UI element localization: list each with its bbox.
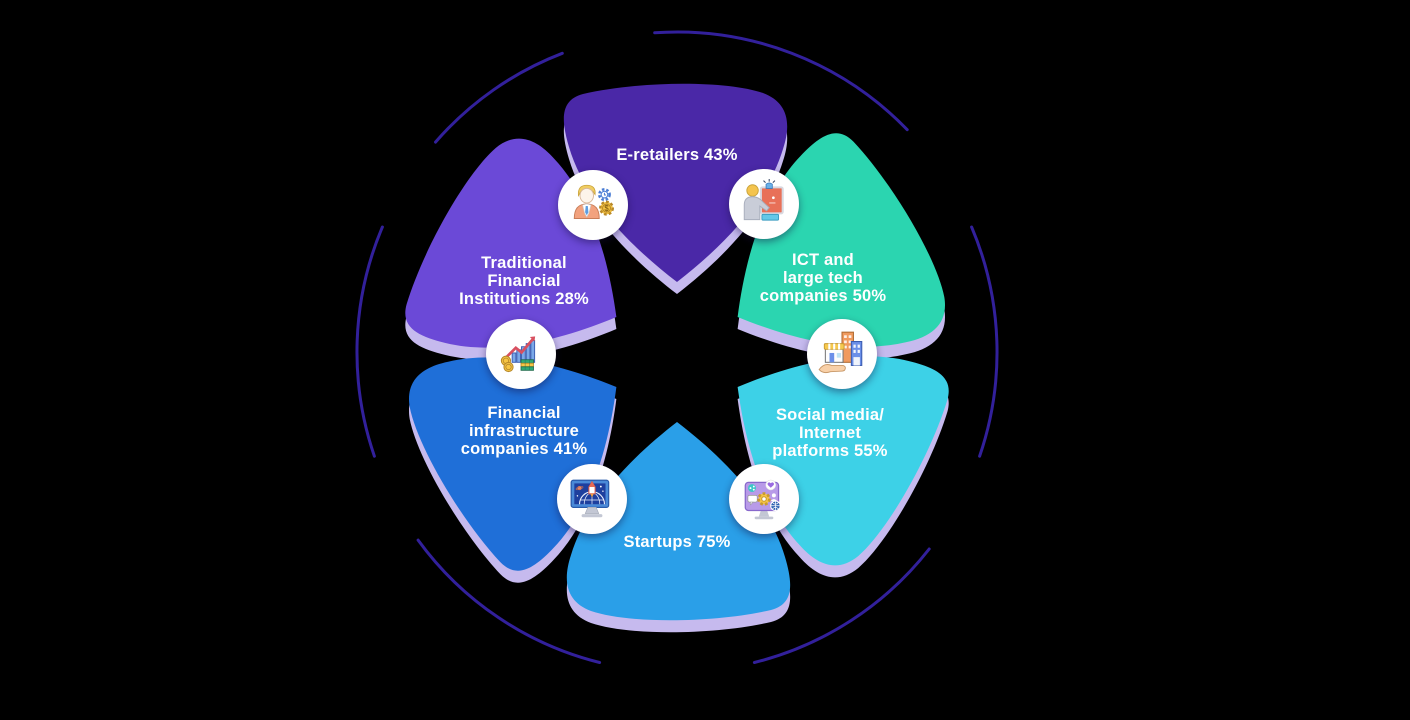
label-line: Institutions 28% <box>459 290 589 308</box>
social-media-monitor-icon <box>744 479 781 520</box>
growth-chart-coins-badge <box>486 319 556 389</box>
hand-buildings-icon <box>818 331 863 374</box>
presenter-board-badge <box>729 169 799 239</box>
petal-label-financial-infrastructure: Financial infrastructure companies 41% <box>424 404 624 458</box>
petal-label-traditional-financial: Traditional Financial Institutions 28% <box>424 254 624 308</box>
label-line: large tech <box>783 269 863 287</box>
social-media-monitor-badge <box>729 464 799 534</box>
growth-chart-coins-icon <box>500 336 536 373</box>
label-line: Internet <box>798 424 862 442</box>
businessman-gears-icon: $ <box>573 184 615 219</box>
ring-arc-0 <box>970 225 999 458</box>
petal-label-social-media: Social media/ Internet platforms 55% <box>730 406 930 460</box>
ring-arc-4 <box>416 538 602 664</box>
petal-label-startups: Startups 75% <box>557 533 797 551</box>
ring-arc-5 <box>752 547 931 664</box>
label-line: companies 50% <box>759 287 887 305</box>
label-line: Traditional <box>481 254 567 272</box>
presenter-board-icon <box>743 179 784 221</box>
ring-arc-2 <box>434 51 564 144</box>
startup-rocket-monitor-badge <box>557 464 627 534</box>
businessman-gears-badge: $ <box>558 170 628 240</box>
label-line: Startups 75% <box>623 533 731 551</box>
label-line: Financial <box>487 404 561 422</box>
ring-arc-3 <box>355 225 384 458</box>
label-line: platforms 55% <box>772 442 888 460</box>
label-line: ICT and <box>792 251 854 269</box>
ring-arc-1 <box>653 30 909 132</box>
startup-rocket-monitor-icon <box>570 479 610 518</box>
petal-e-retailers <box>563 83 788 282</box>
label-line: infrastructure <box>468 422 580 440</box>
label-line: companies 41% <box>460 440 588 458</box>
petal-label-e-retailers: E-retailers 43% <box>557 146 797 164</box>
label-line: Social media/ <box>775 406 885 424</box>
svg-text:$: $ <box>604 204 609 213</box>
petal-label-ict-large-tech: ICT and large tech companies 50% <box>723 251 923 305</box>
label-line: Financial <box>487 272 561 290</box>
petal-startups <box>566 422 791 621</box>
label-line: E-retailers 43% <box>616 146 738 164</box>
hand-buildings-badge <box>807 319 877 389</box>
